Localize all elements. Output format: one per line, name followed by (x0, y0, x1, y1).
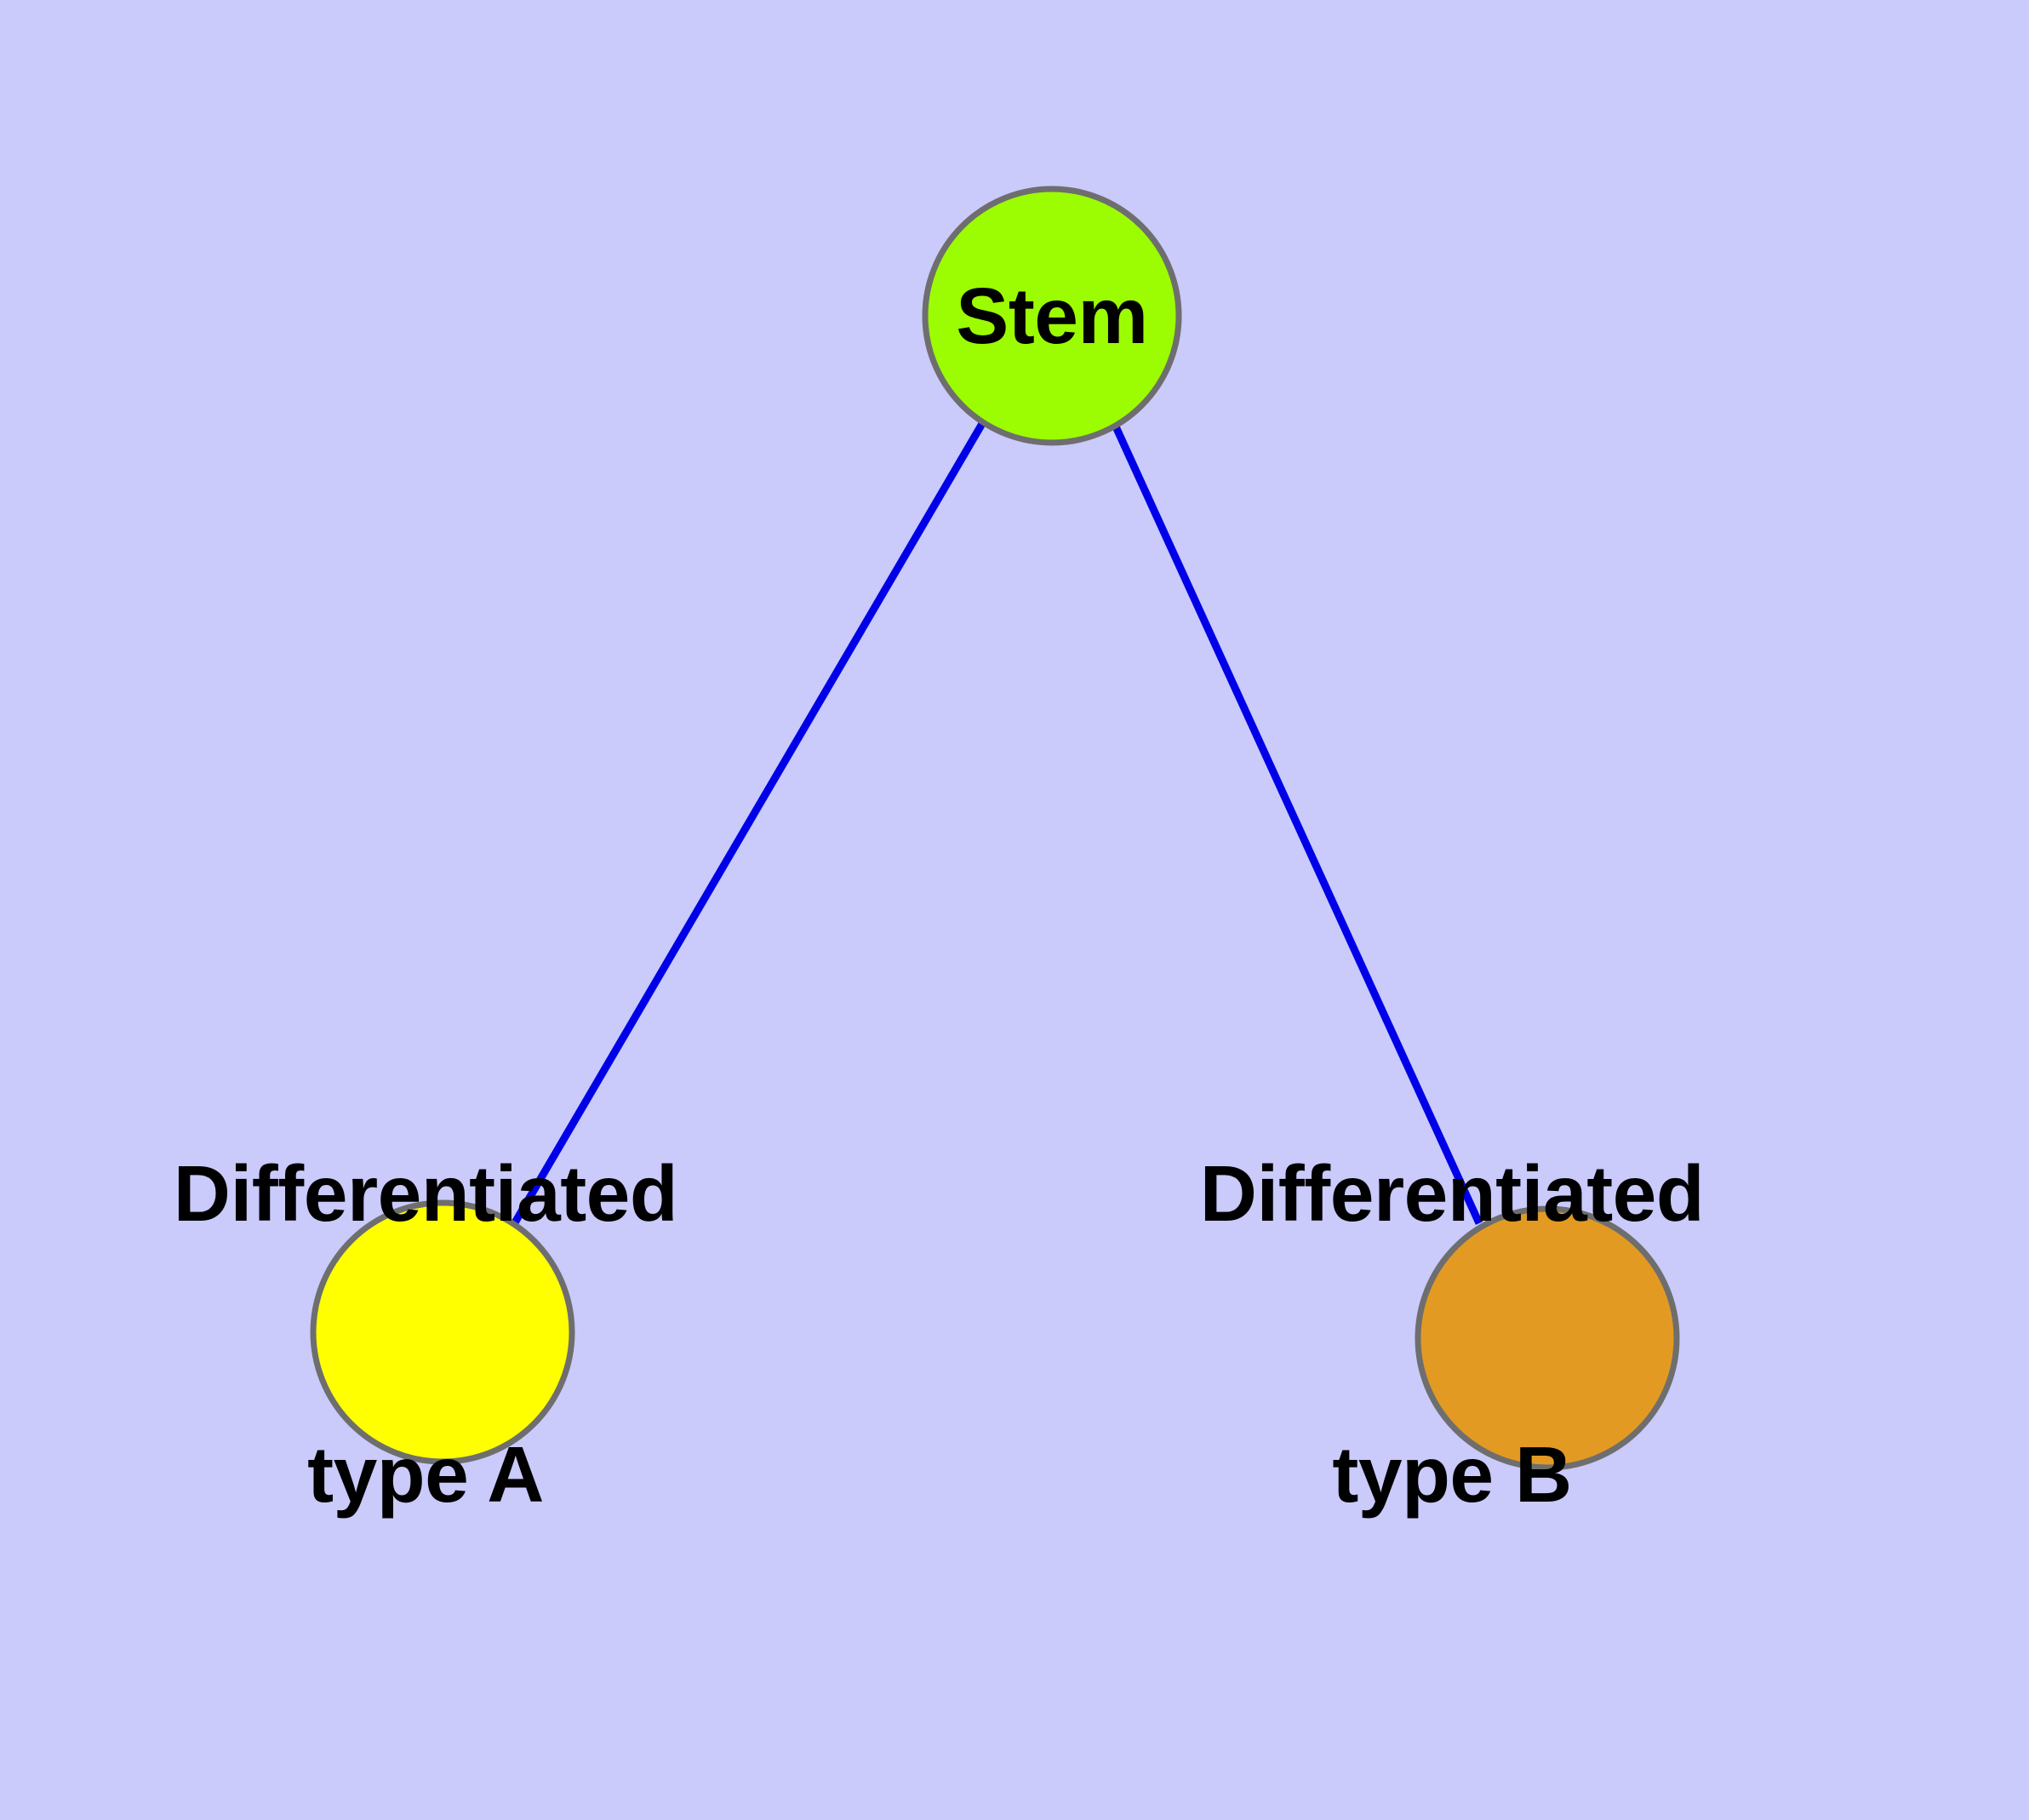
node-circle-differentiated-type-a[interactable] (310, 1199, 575, 1465)
edge-stem-to-type-a[interactable] (511, 420, 986, 1227)
node-label-stem-line-1: Stem (956, 272, 1148, 360)
node-circle-differentiated-type-b[interactable] (1415, 1205, 1680, 1471)
node-label-differentiated-type-a-line-1: Differentiated (173, 1149, 678, 1238)
node-label-stem: Stem (956, 82, 1148, 550)
edge-stem-to-type-b[interactable] (1111, 423, 1483, 1225)
node-circle-stem[interactable] (922, 186, 1182, 446)
node-label-differentiated-type-b: Differentiated type B (1199, 959, 1705, 1708)
node-label-differentiated-type-a-line-2: type A (307, 1430, 544, 1519)
node-label-differentiated-type-b-line-1: Differentiated (1199, 1149, 1705, 1238)
node-label-differentiated-type-a: Differentiated type A (173, 959, 678, 1708)
node-label-differentiated-type-b-line-2: type B (1332, 1430, 1572, 1519)
